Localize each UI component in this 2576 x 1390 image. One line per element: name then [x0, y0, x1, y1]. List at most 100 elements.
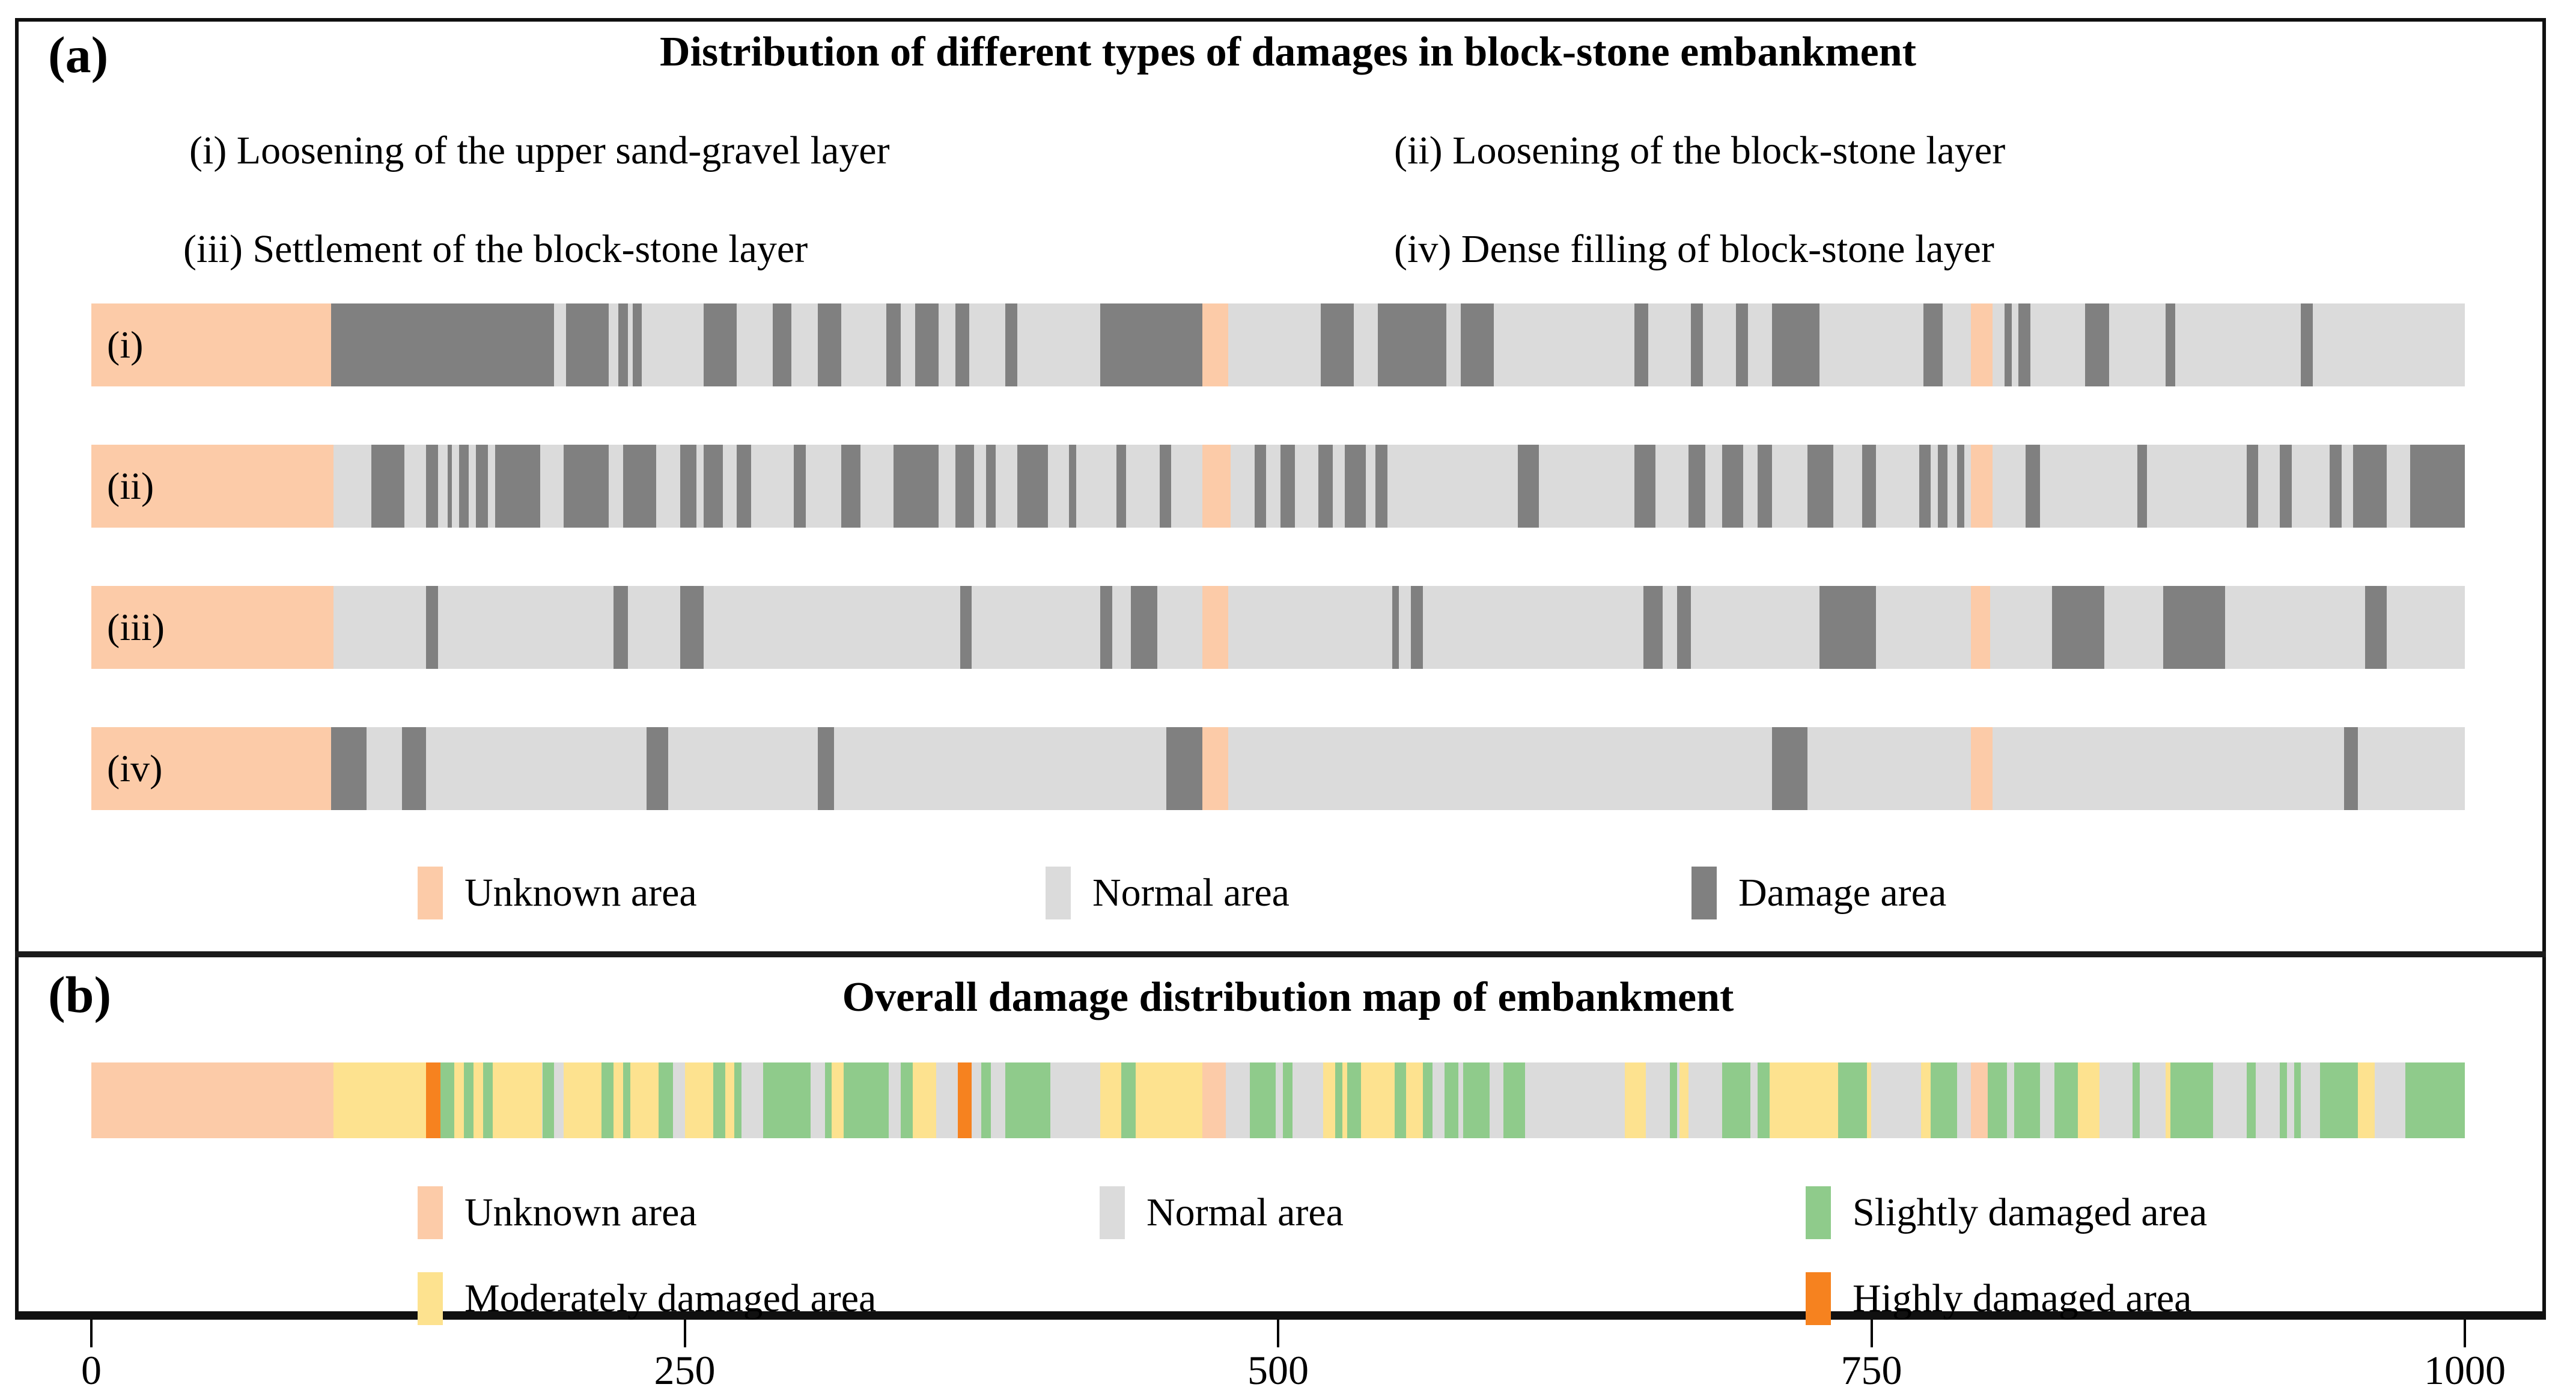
segment-damage [915, 303, 939, 386]
segment-moderate [725, 1062, 735, 1138]
segment-moderate [912, 1062, 937, 1138]
segment-normal [810, 1062, 825, 1138]
segment-damage [2246, 445, 2259, 528]
segment-moderate [454, 1062, 464, 1138]
segment-damage [1005, 303, 1017, 386]
segment-normal [672, 1062, 685, 1138]
segment-damage [817, 727, 835, 810]
segment-normal [991, 1062, 1005, 1138]
segment-damage [704, 445, 723, 528]
segment-slight [659, 1062, 673, 1138]
segment-normal [1876, 445, 1919, 528]
segment-normal [936, 1062, 958, 1138]
segment-slight [1931, 1062, 1957, 1138]
segment-normal [1964, 445, 1972, 528]
segment-slight [734, 1062, 742, 1138]
segment-moderate [832, 1062, 844, 1138]
segment-unknown [1202, 445, 1231, 528]
segment-damage [614, 586, 628, 669]
segment-damage [1722, 445, 1744, 528]
strip-bar-iv: (iv) [91, 727, 2465, 810]
segment-damage [623, 445, 657, 528]
segment-normal [1524, 1062, 1625, 1138]
segment-slight [2170, 1062, 2214, 1138]
segment-normal [1432, 1062, 1445, 1138]
segment-normal [425, 727, 647, 810]
segment-damage [841, 445, 860, 528]
segment-damage [680, 445, 697, 528]
segment-damage [618, 303, 628, 386]
segment-slight [1838, 1062, 1867, 1138]
segment-normal [1648, 303, 1691, 386]
segment-normal [1990, 586, 2052, 669]
segment-damage [894, 445, 939, 528]
segment-damage [2353, 445, 2387, 528]
x-axis-tick-mark [683, 1320, 686, 1347]
legend-b-normal-label: Normal area [1146, 1190, 1344, 1234]
segment-normal [609, 303, 618, 386]
segment-damage [564, 445, 609, 528]
legend-b-slight-label: Slightly damaged area [1853, 1190, 2208, 1234]
legend-a-normal-label: Normal area [1092, 871, 1290, 915]
normal-area-swatch [1100, 1186, 1125, 1239]
segment-normal [2006, 1062, 2014, 1138]
x-axis-tick-label: 250 [654, 1347, 716, 1390]
segment-damage [495, 445, 540, 528]
segment-normal [2213, 1062, 2247, 1138]
segment-slight [1422, 1062, 1433, 1138]
segment-normal [452, 445, 460, 528]
segment-damage [2343, 727, 2358, 810]
segment-damage [1100, 586, 1112, 669]
segment-normal [1112, 586, 1131, 669]
segment-normal [367, 727, 403, 810]
segment-damage [1771, 303, 1819, 386]
segment-damage [1517, 445, 1539, 528]
segment-normal [2358, 727, 2465, 810]
x-axis-tick-mark [1870, 1320, 1873, 1347]
segment-normal [722, 445, 737, 528]
segment-normal [1743, 445, 1758, 528]
legend-b-normal: Normal area [1100, 1185, 1344, 1240]
segment-slight [1463, 1062, 1490, 1138]
segment-unknown [1971, 1062, 1988, 1138]
segment-normal [1871, 1062, 1922, 1138]
segment-normal [1366, 445, 1375, 528]
segment-normal [2313, 303, 2465, 386]
segment-normal [696, 445, 704, 528]
segment-normal [2225, 586, 2366, 669]
segment-normal [834, 727, 1167, 810]
segment-unknown [91, 445, 333, 528]
segment-normal [1387, 445, 1518, 528]
highly-damaged-area-swatch [1806, 1272, 1831, 1325]
segment-damage [1131, 586, 1157, 669]
segment-slight [981, 1062, 991, 1138]
segment-moderate [1100, 1062, 1122, 1138]
segment-unknown [1971, 727, 1993, 810]
segment-unknown [1202, 727, 1229, 810]
segment-normal [1050, 1062, 1100, 1138]
segment-normal [1399, 586, 1411, 669]
segment-high [957, 1062, 972, 1138]
segment-normal [2374, 1062, 2406, 1138]
segment-damage [447, 445, 452, 528]
panel-b-label: (b) [48, 966, 112, 1023]
x-axis-tick-mark [1277, 1320, 1279, 1347]
legend-a-damage-label: Damage area [1738, 871, 1947, 915]
panel-a-title: Distribution of different types of damag… [660, 29, 1916, 75]
segment-normal [540, 445, 564, 528]
segment-normal [1354, 303, 1378, 386]
segment-normal [974, 445, 987, 528]
segment-normal [2291, 445, 2330, 528]
unknown-area-swatch [418, 1186, 443, 1239]
segment-slight [464, 1062, 473, 1138]
segment-damage [1411, 586, 1423, 669]
segment-damage [475, 445, 488, 528]
segment-unknown [1971, 445, 1993, 528]
segment-damage [1688, 445, 1705, 528]
segment-slight [542, 1062, 555, 1138]
segment-normal [627, 303, 633, 386]
segment-normal [1228, 727, 1772, 810]
segment-slight [2320, 1062, 2358, 1138]
segment-normal [2139, 1062, 2166, 1138]
legend-b-slight: Slightly damaged area [1806, 1185, 2207, 1240]
